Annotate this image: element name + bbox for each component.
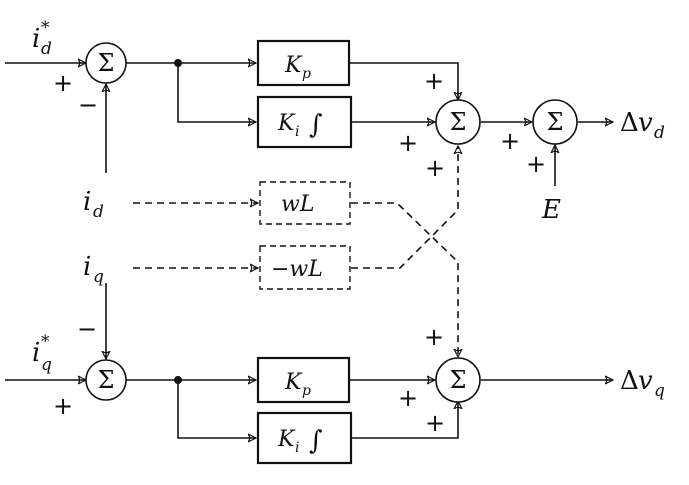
svg-text:Σ: Σ [450, 108, 467, 136]
kp-d-sub: p [302, 66, 311, 82]
svg-text:i: i [83, 187, 91, 217]
svg-text:i: i [32, 338, 40, 368]
label-delta-vq: Δ v q [620, 366, 665, 401]
sign-sum5-plus-top: + [424, 323, 444, 351]
neg-wl-label: −wL [271, 257, 323, 282]
kp-q-label: K [284, 370, 303, 395]
svg-text:Σ: Σ [547, 108, 564, 136]
ki-q-sub: i [295, 440, 299, 456]
sum-junction-4: Σ [85, 359, 127, 401]
sign-sum5-plus-bottom: + [425, 409, 445, 437]
sign-sum4-minus: − [77, 315, 97, 343]
block-neg-wl: −wL [259, 245, 351, 290]
svg-text:q: q [41, 355, 52, 375]
wire-ki-bottom-to-sum5 [351, 401, 458, 439]
svg-text:Σ: Σ [98, 366, 115, 394]
wl-label: wL [281, 192, 314, 217]
svg-text:Δ: Δ [620, 366, 639, 396]
svg-text:*: * [41, 332, 50, 352]
sum-junction-2: Σ [435, 99, 481, 145]
sign-sum1-plus: + [53, 69, 73, 97]
sign-sum3-plus-bottom: + [526, 150, 546, 178]
svg-text:i: i [83, 252, 91, 282]
kp-d-label: K [284, 53, 303, 78]
label-iq: i q [83, 252, 104, 287]
svg-text:Σ: Σ [98, 49, 115, 77]
svg-text:q: q [654, 381, 665, 401]
svg-text:d: d [93, 202, 104, 222]
label-id-ref: i d * [32, 18, 52, 59]
q-axis-wires [5, 283, 613, 438]
ki-q-label: K [277, 427, 296, 452]
sign-sum3-plus-left: + [500, 127, 520, 155]
svg-text:q: q [93, 267, 104, 287]
wire-neg-wl-to-sum2 [351, 146, 458, 269]
d-axis-wires [5, 63, 613, 186]
svg-text:v: v [638, 108, 653, 138]
sign-sum2-plus-left: + [398, 129, 418, 157]
wire-wl-to-sum5 [351, 202, 458, 357]
cross-coupling-wires [133, 59, 458, 384]
block-wl: wL [259, 181, 351, 225]
junction-dot-d [174, 59, 182, 67]
block-kp-d: K p [256, 39, 351, 87]
svg-text:Σ: Σ [450, 366, 467, 394]
ki-d-sub: i [295, 124, 299, 140]
label-E: E [541, 195, 561, 225]
junction-dot-q [174, 376, 182, 384]
label-iq-ref: i q * [32, 332, 52, 375]
svg-text:E: E [541, 195, 561, 225]
wire-junction-to-ki-bottom [177, 380, 256, 438]
svg-text:i: i [32, 24, 40, 54]
wire-junction-to-ki-top [177, 63, 256, 122]
label-id: i d [83, 187, 104, 222]
svg-text:Δ: Δ [620, 108, 639, 138]
kp-q-sub: p [302, 383, 311, 399]
sum-junction-3: Σ [532, 99, 578, 145]
block-ki-q: K i ∫ [256, 411, 353, 465]
svg-text:d: d [654, 123, 665, 143]
sign-sum1-minus: − [78, 91, 98, 119]
svg-text:*: * [41, 18, 50, 38]
ki-d-label: K [277, 111, 296, 136]
sign-sum5-plus-left: + [398, 384, 418, 412]
block-kp-q: K p [256, 356, 351, 404]
svg-text:d: d [41, 39, 52, 59]
label-delta-vd: Δ v d [620, 108, 665, 143]
integral-d: ∫ [309, 110, 323, 140]
sign-sum2-plus-top: + [424, 67, 444, 95]
sign-sum4-plus: + [53, 392, 73, 420]
integral-q: ∫ [309, 426, 323, 456]
sign-labels: + − + + + + + − + + + + [53, 67, 546, 437]
block-ki-d: K i ∫ [256, 95, 353, 149]
sign-sum2-plus-bottom: + [425, 154, 445, 182]
sum-junction-5: Σ [435, 357, 481, 403]
svg-text:v: v [638, 366, 653, 396]
sum-junction-1: Σ [85, 42, 127, 84]
wire-kp-top-to-sum2 [349, 62, 458, 100]
